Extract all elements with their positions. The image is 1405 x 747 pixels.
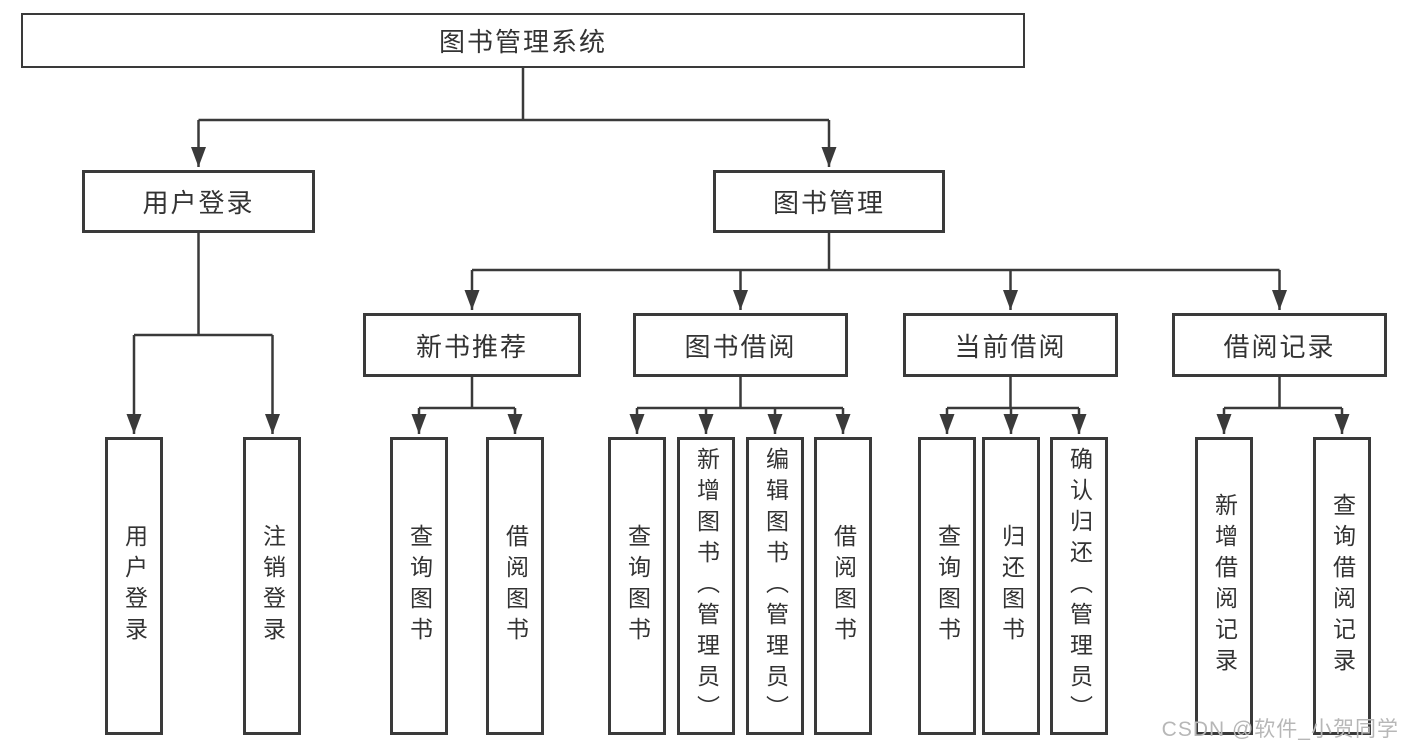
leaf-label: 查询图书 bbox=[934, 524, 961, 648]
leaf-add-borrow-record: 新增借阅记录 bbox=[1195, 437, 1253, 735]
node-book-management: 图书管理 bbox=[713, 170, 945, 233]
leaf-borrow-query-books: 查询图书 bbox=[608, 437, 666, 735]
leaf-recommend-query-books: 查询图书 bbox=[390, 437, 448, 735]
leaf-label: 借阅图书 bbox=[502, 524, 529, 648]
node-label: 当前借阅 bbox=[954, 331, 1067, 362]
leaf-query-borrow-record: 查询借阅记录 bbox=[1313, 437, 1371, 735]
leaf-logout: 注销登录 bbox=[243, 437, 301, 735]
leaf-return-books: 归还图书 bbox=[982, 437, 1040, 735]
leaf-label: 新增借阅记录 bbox=[1211, 493, 1238, 679]
leaf-borrow-books: 借阅图书 bbox=[814, 437, 872, 735]
leaf-label: 新增图书（管理员） bbox=[693, 446, 720, 726]
leaf-label: 归还图书 bbox=[998, 524, 1025, 648]
leaf-edit-books-admin: 编辑图书（管理员） bbox=[746, 437, 804, 735]
leaf-recommend-borrow-books: 借阅图书 bbox=[486, 437, 544, 735]
node-label: 借阅记录 bbox=[1223, 331, 1336, 362]
leaf-label: 确认归还（管理员） bbox=[1066, 446, 1093, 726]
node-library-management-system: 图书管理系统 bbox=[21, 13, 1025, 68]
node-book-borrow: 图书借阅 bbox=[633, 313, 848, 377]
node-label: 图书管理系统 bbox=[438, 27, 607, 57]
node-new-book-recommend: 新书推荐 bbox=[363, 313, 581, 377]
leaf-add-books-admin: 新增图书（管理员） bbox=[677, 437, 735, 735]
leaf-label: 编辑图书（管理员） bbox=[762, 446, 789, 726]
node-label: 用户登录 bbox=[142, 188, 255, 218]
node-user-login: 用户登录 bbox=[82, 170, 315, 233]
connector-group bbox=[126, 68, 1350, 434]
node-label: 新书推荐 bbox=[415, 331, 528, 362]
branch-trunks bbox=[134, 68, 1342, 410]
leaf-label: 查询图书 bbox=[624, 524, 651, 648]
csdn-watermark: CSDN @软件_小贺同学 bbox=[1161, 718, 1399, 741]
leaf-user-login: 用户登录 bbox=[105, 437, 163, 735]
leaf-label: 用户登录 bbox=[121, 524, 148, 648]
node-current-borrow: 当前借阅 bbox=[903, 313, 1118, 377]
leaf-confirm-return-admin: 确认归还（管理员） bbox=[1050, 437, 1108, 735]
node-label: 图书管理 bbox=[772, 188, 885, 218]
node-borrow-records: 借阅记录 bbox=[1172, 313, 1387, 377]
leaf-label: 借阅图书 bbox=[830, 524, 857, 648]
node-label: 图书借阅 bbox=[684, 331, 797, 362]
leaf-current-query-books: 查询图书 bbox=[918, 437, 976, 735]
leaf-label: 查询借阅记录 bbox=[1329, 493, 1356, 679]
leaf-label: 查询图书 bbox=[406, 524, 433, 648]
leaf-label: 注销登录 bbox=[259, 524, 286, 648]
